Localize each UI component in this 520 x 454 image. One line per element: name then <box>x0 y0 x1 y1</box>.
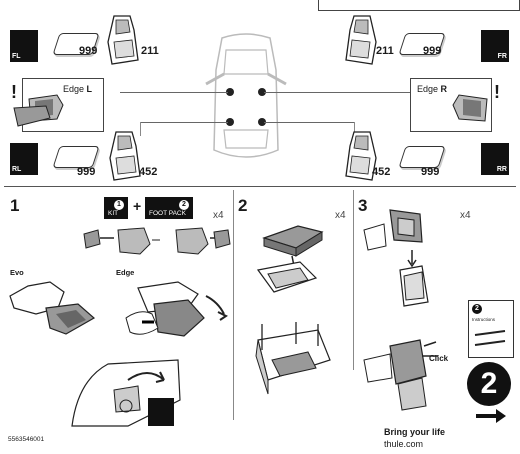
edge-right-side: R <box>441 84 448 94</box>
kit-badge-label: KIT <box>108 210 118 217</box>
tagline: Bring your life <box>384 427 445 437</box>
column-divider-1 <box>233 190 234 420</box>
edge-clamp-left-side-illustration <box>12 104 52 130</box>
plus-sign: + <box>133 198 141 214</box>
leader-line-top-left <box>120 92 228 93</box>
edge-left-label: Edge L <box>63 84 92 94</box>
step-2-number: 2 <box>238 196 247 216</box>
footpack-badge: 2 FOOT PACK <box>145 197 193 219</box>
step-1-zoom-inset <box>148 398 174 426</box>
edge-right-prefix: Edge <box>417 84 438 94</box>
evo-foot-illustration <box>6 278 102 338</box>
foot-pad-rr <box>398 146 445 168</box>
warning-icon-right: ! <box>494 82 500 103</box>
step-1-assembly-illustration <box>80 224 230 264</box>
step-1-count: x4 <box>213 210 224 221</box>
instructions-booklet: 2 Instructions <box>468 300 514 358</box>
step-3-count: x4 <box>460 210 471 221</box>
edge-label: Edge <box>116 268 134 277</box>
corner-fl-badge: FL <box>10 30 38 62</box>
edge-right-label: Edge R <box>417 84 447 94</box>
click-label: Click <box>429 354 448 363</box>
kit-badge-number: 1 <box>114 200 124 210</box>
tower-code-rr: 452 <box>372 166 390 178</box>
leader-line-top-right <box>264 92 410 93</box>
column-divider-2 <box>353 190 354 370</box>
edge-right-box: Edge R <box>410 78 492 132</box>
foot-pad-rl <box>52 146 99 168</box>
pad-code-rl: 999 <box>77 166 95 178</box>
edge-foot-illustration <box>118 278 228 344</box>
next-arrow-icon[interactable] <box>474 408 508 424</box>
document-number: 5563546001 <box>8 436 44 443</box>
footpack-badge-number: 2 <box>179 200 189 210</box>
leader-line-bottom-left <box>140 122 228 123</box>
corner-fl-label: FL <box>12 53 21 60</box>
warning-icon-left: ! <box>11 82 17 103</box>
corner-rr-label: RR <box>497 166 507 173</box>
tower-fl-illustration <box>104 12 144 68</box>
car-top-view-illustration <box>196 30 296 180</box>
next-step-badge[interactable]: 2 <box>467 362 511 406</box>
step-2-pad-illustration <box>252 208 342 298</box>
booklet-badge: 2 <box>472 304 482 314</box>
tower-code-fl: 211 <box>141 45 159 57</box>
step-2-assembly-illustration <box>238 320 338 400</box>
tower-code-fr: 211 <box>376 45 394 57</box>
edge-clamp-right-illustration <box>449 89 489 129</box>
next-step-number: 2 <box>481 367 498 400</box>
step-3-click-illustration <box>360 326 450 410</box>
booklet-title: Instructions <box>472 317 495 322</box>
tower-fr-illustration <box>340 12 380 68</box>
evo-label: Evo <box>10 268 24 277</box>
website-url[interactable]: thule.com <box>384 439 423 449</box>
pad-code-rr: 999 <box>421 166 439 178</box>
kit-badge: 1 KIT <box>104 197 128 219</box>
top-header-box <box>318 0 520 11</box>
corner-rl-badge: RL <box>10 143 38 175</box>
corner-rr-badge: RR <box>481 143 509 175</box>
corner-rl-label: RL <box>12 166 21 173</box>
footpack-badge-label: FOOT PACK <box>149 210 186 217</box>
section-divider <box>4 186 516 187</box>
pad-code-fr: 999 <box>423 45 441 57</box>
step-3-tower-illustration <box>360 206 450 310</box>
booklet-bar-illustration <box>473 327 509 351</box>
edge-left-side: L <box>87 84 93 94</box>
step-1-number: 1 <box>10 196 19 216</box>
tower-code-rl: 452 <box>139 166 157 178</box>
leader-line-bottom-right <box>264 122 354 123</box>
corner-fr-label: FR <box>498 53 507 60</box>
corner-fr-badge: FR <box>481 30 509 62</box>
pad-code-fl: 999 <box>79 45 97 57</box>
